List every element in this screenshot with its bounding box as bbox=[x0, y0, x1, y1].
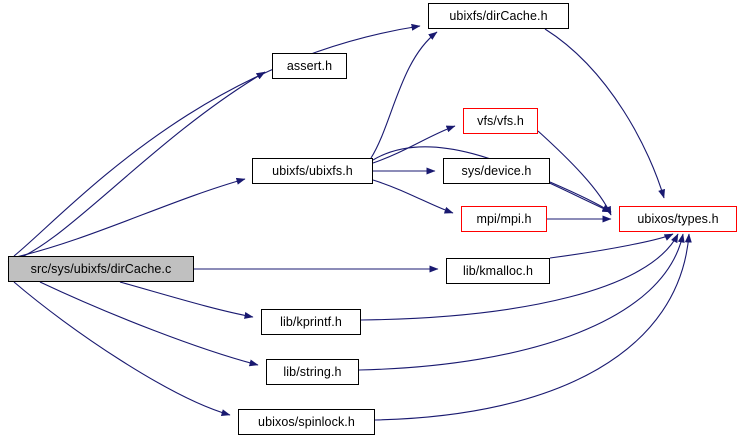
graph-node-spinlock_h[interactable]: ubixos/spinlock.h bbox=[238, 409, 375, 435]
graph-node-label: src/sys/ubixfs/dirCache.c bbox=[30, 261, 172, 276]
graph-node-ubixfs_h[interactable]: ubixfs/ubixfs.h bbox=[252, 158, 373, 184]
graph-edge-kmalloc_h-to-types_h bbox=[549, 233, 674, 259]
graph-edge-ubixfs_h-to-mpi_h bbox=[372, 179, 454, 214]
graph-node-kprintf_h[interactable]: lib/kprintf.h bbox=[261, 309, 361, 335]
graph-edge-device_h-to-types_h bbox=[549, 181, 612, 213]
graph-edge-dircache_h-to-types_h bbox=[544, 28, 665, 199]
graph-node-label: mpi/mpi.h bbox=[476, 211, 532, 226]
graph-node-mpi_h[interactable]: mpi/mpi.h bbox=[461, 206, 547, 232]
graph-edge-dircache_c-to-string_h bbox=[39, 281, 259, 367]
graph-edge-dircache_c-to-dircache_h bbox=[13, 23, 421, 257]
graph-edge-string_h-to-types_h bbox=[358, 233, 685, 371]
graph-node-label: lib/string.h bbox=[283, 364, 342, 379]
graph-node-label: assert.h bbox=[286, 58, 333, 73]
graph-node-device_h[interactable]: sys/device.h bbox=[443, 158, 550, 184]
graph-edge-dircache_c-to-assert_h bbox=[7, 71, 266, 263]
graph-edge-dircache_c-to-ubixfs_h bbox=[11, 177, 246, 259]
graph-node-label: ubixos/types.h bbox=[637, 211, 719, 226]
graph-node-label: ubixfs/dirCache.h bbox=[449, 8, 548, 23]
graph-node-label: vfs/vfs.h bbox=[477, 113, 524, 128]
graph-node-dircache_c: src/sys/ubixfs/dirCache.c bbox=[8, 256, 194, 282]
graph-node-types_h[interactable]: ubixos/types.h bbox=[619, 206, 737, 232]
graph-node-label: ubixfs/ubixfs.h bbox=[272, 163, 353, 178]
graph-edge-ubixfs_h-to-dircache_h bbox=[370, 31, 438, 159]
graph-node-kmalloc_h[interactable]: lib/kmalloc.h bbox=[446, 258, 550, 284]
graph-node-assert_h[interactable]: assert.h bbox=[272, 53, 347, 79]
graph-node-label: lib/kprintf.h bbox=[280, 314, 342, 329]
graph-node-vfs_h[interactable]: vfs/vfs.h bbox=[463, 108, 538, 134]
graph-node-label: sys/device.h bbox=[461, 163, 532, 178]
graph-edge-dircache_c-to-spinlock_h bbox=[13, 281, 231, 417]
graph-node-label: lib/kmalloc.h bbox=[462, 263, 534, 278]
graph-node-label: ubixos/spinlock.h bbox=[258, 414, 355, 429]
graph-node-dircache_h[interactable]: ubixfs/dirCache.h bbox=[428, 3, 569, 29]
graph-node-string_h[interactable]: lib/string.h bbox=[266, 359, 359, 385]
graph-edge-dircache_c-to-kprintf_h bbox=[119, 281, 254, 319]
